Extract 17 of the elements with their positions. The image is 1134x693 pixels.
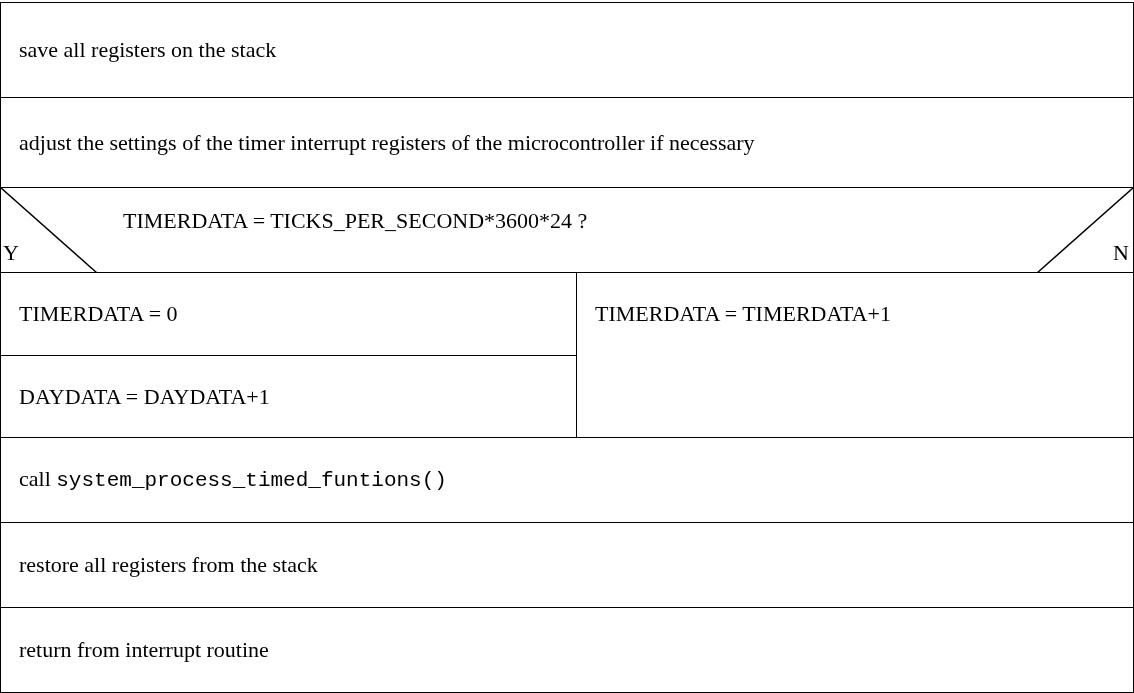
process-text: DAYDATA = DAYDATA+1 [19,384,270,410]
process-block [0,522,1134,608]
process-text: return from interrupt routine [19,637,269,663]
process-text: restore all registers from the stack [19,552,318,578]
branch-label: Y [3,240,19,266]
decision-block [0,187,1134,273]
process-block [0,2,1134,98]
process-text: save all registers on the stack [19,37,277,63]
process-text: adjust the settings of the timer interrupt registers of the microcontroller if necessary [19,130,755,156]
branch-label: N [1113,240,1129,266]
process-text: TIMERDATA = 0 [19,301,178,327]
process-block [0,97,1134,188]
process-text: TIMERDATA = TIMERDATA+1 [595,301,891,327]
process-text: call system_process_timed_funtions() [19,466,447,492]
condition-text: TIMERDATA = TICKS_PER_SECOND*3600*24 ? [123,208,588,234]
process-block [0,437,1134,523]
process-block [0,607,1134,693]
